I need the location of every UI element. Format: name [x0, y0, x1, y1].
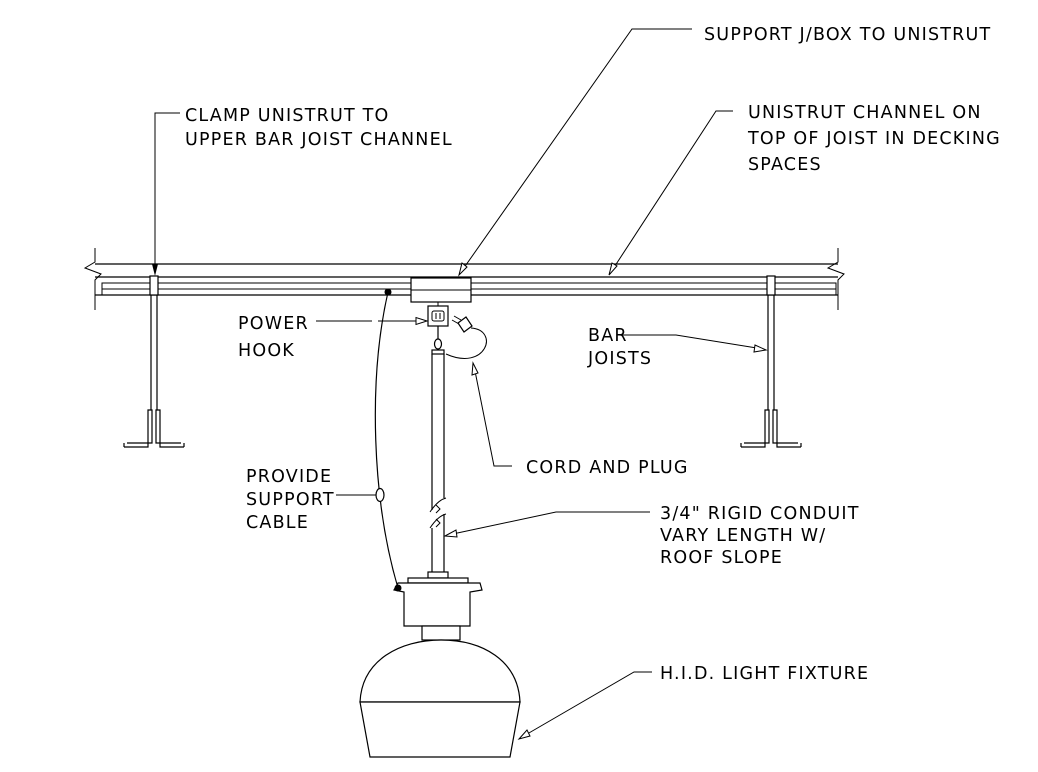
- label-support-cable-line1: PROVIDE: [246, 467, 332, 487]
- plug-icon: [451, 315, 473, 333]
- label-conduit-line2: VARY LENGTH W/: [660, 526, 826, 546]
- label-unistrut-channel-line3: SPACES: [748, 155, 822, 175]
- label-power-hook-line1: POWER: [238, 314, 309, 334]
- leader-clamp-unistrut: [152, 112, 180, 276]
- label-unistrut-channel-line2: TOP OF JOIST IN DECKING: [747, 129, 1001, 149]
- bar-joist-left: [123, 275, 185, 448]
- label-clamp-unistrut-line1: CLAMP UNISTRUT TO: [185, 106, 390, 126]
- label-cord-and-plug: CORD AND PLUG: [526, 458, 689, 478]
- label-light-fixture: H.I.D. LIGHT FIXTURE: [660, 664, 869, 684]
- label-support-cable-line2: SUPPORT: [246, 490, 335, 510]
- leader-unistrut-channel: [608, 110, 733, 276]
- leader-light-fixture: [517, 671, 652, 740]
- leader-power-hook: [316, 316, 429, 326]
- leader-bar-joists: [622, 334, 768, 353]
- label-bar-joists-line2: JOISTS: [587, 349, 652, 369]
- rigid-conduit: [429, 349, 447, 572]
- label-support-jbox: SUPPORT J/BOX TO UNISTRUT: [704, 25, 991, 45]
- label-conduit-line1: 3/4" RIGID CONDUIT: [660, 504, 860, 524]
- hid-light-fixture: [359, 571, 521, 758]
- cord: [445, 327, 487, 359]
- label-conduit-line3: ROOF SLOPE: [660, 548, 783, 568]
- support-cable: [374, 288, 402, 592]
- leader-cord-and-plug: [471, 361, 512, 467]
- leader-conduit: [443, 511, 650, 538]
- label-unistrut-channel-line1: UNISTRUT CHANNEL ON: [748, 103, 982, 123]
- label-bar-joists-line1: BAR: [588, 326, 628, 346]
- leader-support-jbox: [458, 28, 692, 277]
- power-hook-icon: [433, 326, 443, 350]
- label-clamp-unistrut-line2: UPPER BAR JOIST CHANNEL: [185, 130, 453, 150]
- bar-joist-right: [740, 275, 802, 448]
- receptacle-icon: [427, 302, 449, 327]
- junction-box: [410, 277, 472, 303]
- label-power-hook-line2: HOOK: [238, 341, 295, 361]
- label-support-cable-line3: CABLE: [246, 513, 309, 533]
